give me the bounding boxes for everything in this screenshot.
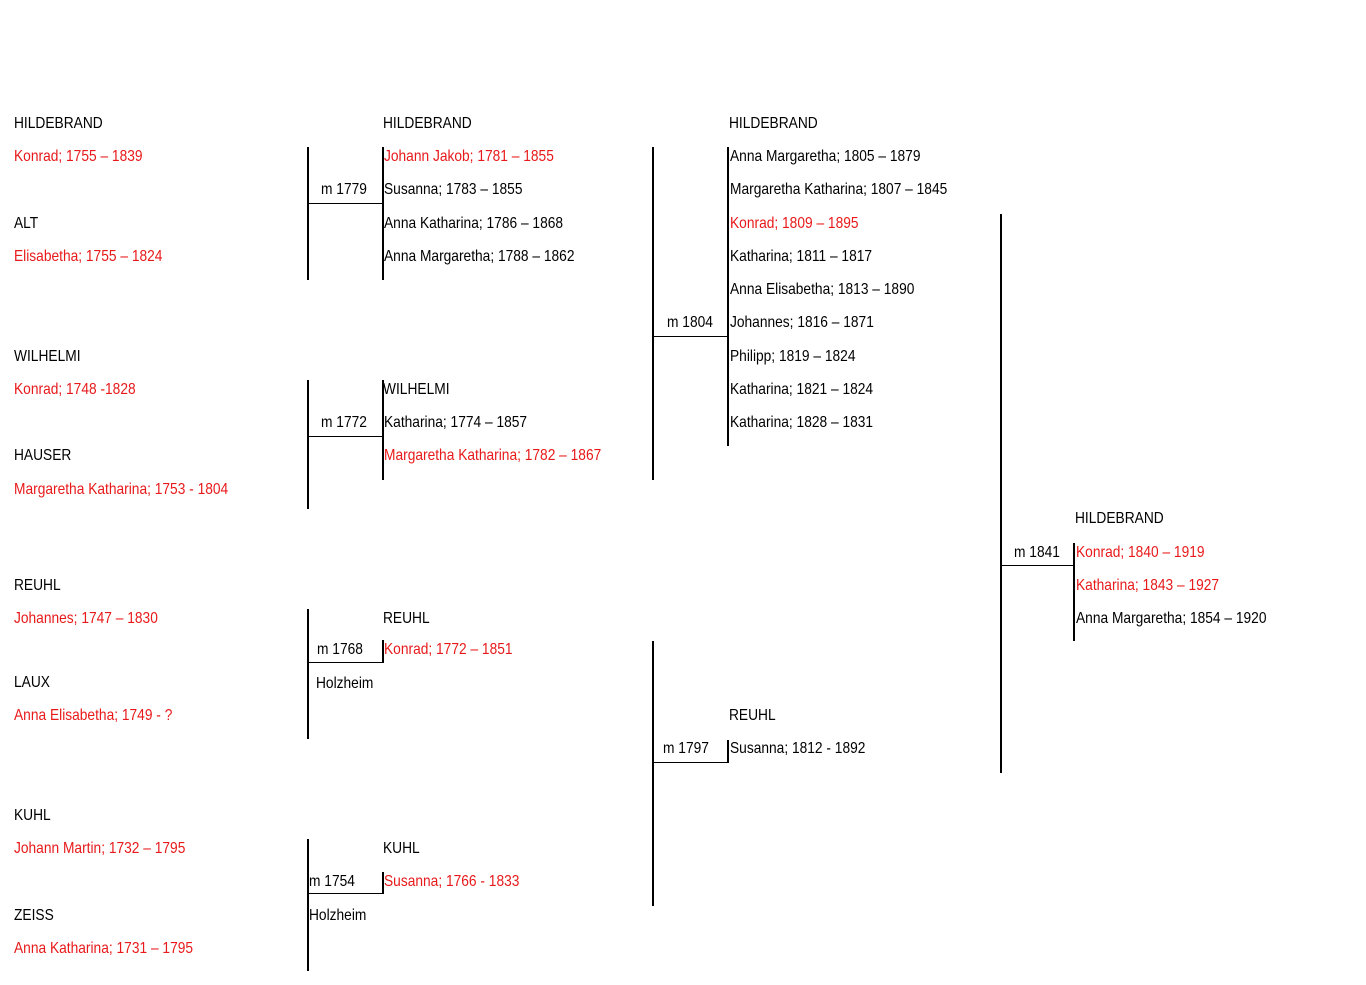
child-konrad-1840: Konrad; 1840 – 1919 [1076,544,1205,561]
surname-zeiss: ZEISS [14,907,54,924]
child-anna-margaretha-1788: Anna Margaretha; 1788 – 1862 [384,248,575,265]
surname-alt: ALT [14,215,39,232]
children-line-1768 [382,640,384,663]
child-susanna-1783: Susanna; 1783 – 1855 [384,181,523,198]
marriage-label-1841: m 1841 [1014,544,1060,561]
surname-kuhl-g2: KUHL [383,840,420,857]
person-anna-katharina-1731: Anna Katharina; 1731 – 1795 [14,940,194,957]
child-anna-elisabetha-1813: Anna Elisabetha; 1813 – 1890 [730,281,915,298]
marriage-line-1772 [308,436,383,437]
child-katharina-1774: Katharina; 1774 – 1857 [384,414,528,431]
marriage-line-1779 [308,203,383,204]
surname-hildebrand-g1: HILDEBRAND [14,115,103,132]
child-katharina-1828: Katharina; 1828 – 1831 [730,414,874,431]
person-konrad-1755: Konrad; 1755 – 1839 [14,148,143,165]
family-line-1754 [307,839,309,971]
child-anna-katharina-1786: Anna Katharina; 1786 – 1868 [384,215,564,232]
marriage-label-1768: m 1768 [317,641,363,658]
surname-reuhl-g3: REUHL [729,707,776,724]
surname-laux: LAUX [14,674,50,691]
family-line-1797 [652,641,654,906]
surname-kuhl-g1: KUHL [14,807,51,824]
children-line-1797 [727,740,729,763]
child-anna-margaretha-1805: Anna Margaretha; 1805 – 1879 [730,148,921,165]
person-johannes-1747: Johannes; 1747 – 1830 [14,610,158,627]
child-margaretha-katharina-1782: Margaretha Katharina; 1782 – 1867 [384,447,602,464]
family-line-1768 [307,609,309,739]
surname-wilhelmi-g1: WILHELMI [14,348,81,365]
children-line-1772 [382,380,384,480]
surname-hauser: HAUSER [14,447,72,464]
person-elisabetha-1755: Elisabetha; 1755 – 1824 [14,248,163,265]
person-margaretha-katharina-1753: Margaretha Katharina; 1753 - 1804 [14,481,229,498]
child-margaretha-katharina-1807: Margaretha Katharina; 1807 – 1845 [730,181,948,198]
child-katharina-1821: Katharina; 1821 – 1824 [730,381,874,398]
person-johann-martin-1732: Johann Martin; 1732 – 1795 [14,840,186,857]
child-susanna-1812: Susanna; 1812 - 1892 [730,740,866,757]
family-line-1772 [307,380,309,509]
child-konrad-1809: Konrad; 1809 – 1895 [730,215,859,232]
family-line-1804 [652,147,654,480]
person-konrad-1748: Konrad; 1748 -1828 [14,381,136,398]
child-susanna-1766: Susanna; 1766 - 1833 [384,873,520,890]
child-johannes-1816: Johannes; 1816 – 1871 [730,314,874,331]
marriage-label-1804: m 1804 [667,314,713,331]
marriage-place-1754: Holzheim [309,907,367,924]
children-line-1804 [727,147,729,446]
surname-hildebrand-g2: HILDEBRAND [383,115,472,132]
children-line-1779 [382,147,384,280]
children-line-1841 [1073,543,1075,641]
marriage-label-1772: m 1772 [321,414,367,431]
marriage-line-1754 [308,893,383,894]
child-anna-margaretha-1854: Anna Margaretha; 1854 – 1920 [1076,610,1267,627]
family-line-1779 [307,147,309,280]
marriage-label-1754: m 1754 [309,873,355,890]
marriage-label-1779: m 1779 [321,181,367,198]
marriage-place-1768: Holzheim [316,675,374,692]
surname-hildebrand-g3: HILDEBRAND [729,115,818,132]
family-line-1841 [1000,214,1002,773]
child-konrad-1772: Konrad; 1772 – 1851 [384,641,513,658]
marriage-line-1804 [653,336,728,337]
child-katharina-1811: Katharina; 1811 – 1817 [730,248,873,265]
marriage-line-1841 [1001,565,1075,566]
marriage-label-1797: m 1797 [663,740,709,757]
surname-reuhl-g2: REUHL [383,610,430,627]
child-johann-jakob-1781: Johann Jakob; 1781 – 1855 [384,148,554,165]
marriage-line-1797 [653,762,728,763]
surname-reuhl-g1: REUHL [14,577,61,594]
person-anna-elisabetha-1749: Anna Elisabetha; 1749 - ? [14,707,173,724]
child-philipp-1819: Philipp; 1819 – 1824 [730,348,856,365]
surname-hildebrand-g4: HILDEBRAND [1075,510,1164,527]
child-katharina-1843: Katharina; 1843 – 1927 [1076,577,1220,594]
children-line-1754 [382,872,384,894]
surname-wilhelmi-g2: WILHELMI [383,381,450,398]
marriage-line-1768 [308,662,383,663]
